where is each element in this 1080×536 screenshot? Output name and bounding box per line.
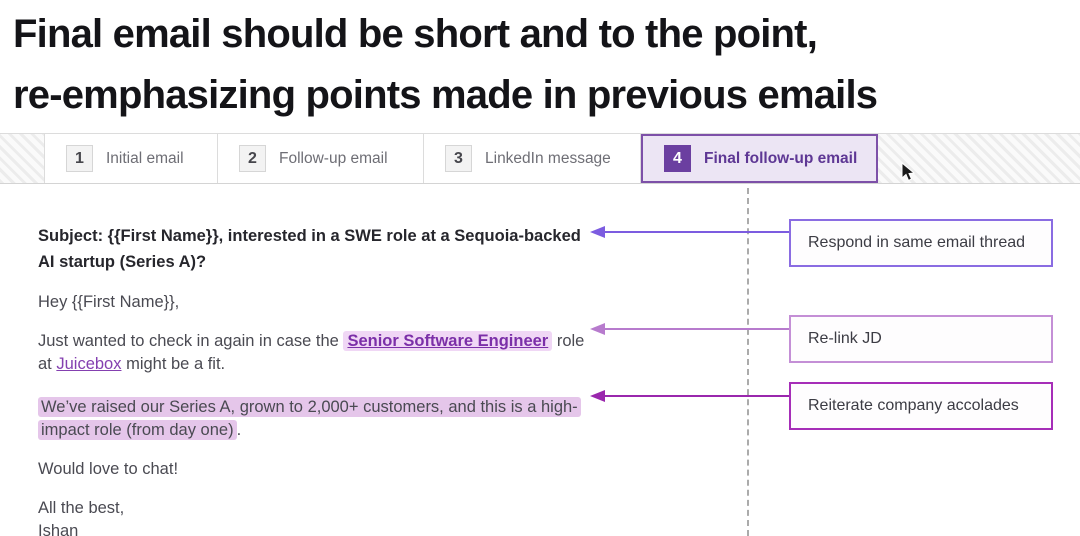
tab-linkedin-message[interactable]: 3 LinkedIn message — [424, 134, 641, 183]
email-paragraph-accolades: We’ve raised our Series A, grown to 2,00… — [38, 396, 598, 442]
tab-final-follow-up-email[interactable]: 4 Final follow-up email — [641, 134, 878, 183]
tabbar-hatch-left — [0, 134, 45, 183]
tab-number-badge: 1 — [66, 145, 93, 172]
annotation-arrow-line — [604, 231, 789, 233]
annotation-label: Re-link JD — [808, 330, 882, 347]
step-tab-bar: 1 Initial email 2 Follow-up email 3 Link… — [0, 133, 1080, 184]
signature-text: Ishan — [38, 522, 79, 536]
annotation-arrow-line — [604, 395, 789, 397]
tab-label: Initial email — [106, 149, 184, 167]
job-description-link[interactable]: Senior Software Engineer — [343, 331, 553, 351]
annotation-box-reiterate-accolades: Reiterate company accolades — [789, 382, 1053, 430]
tab-follow-up-email[interactable]: 2 Follow-up email — [218, 134, 424, 183]
annotation-label: Respond in same email thread — [808, 234, 1026, 251]
check-in-text: role at — [38, 332, 585, 373]
left-arrow-icon — [590, 226, 605, 238]
left-arrow-icon — [590, 390, 605, 402]
email-paragraph-check-in: Just wanted to check in again in case th… — [38, 330, 598, 376]
tab-number-badge: 3 — [445, 145, 472, 172]
left-arrow-icon — [590, 323, 605, 335]
tab-initial-email[interactable]: 1 Initial email — [45, 134, 218, 183]
check-in-text: Just wanted to check in again in case th… — [38, 332, 344, 350]
page-title-line2: re-emphasizing points made in previous e… — [13, 73, 878, 117]
page-title: Final email should be short and to the p… — [13, 4, 1063, 126]
tab-label: Follow-up email — [279, 149, 388, 167]
signoff-text: All the best, — [38, 499, 125, 517]
tab-number-badge: 4 — [664, 145, 691, 172]
email-greeting: Hey {{First Name}}, — [38, 293, 180, 311]
annotation-box-relink-jd: Re-link JD — [789, 315, 1053, 363]
page-title-line1: Final email should be short and to the p… — [13, 12, 818, 56]
tab-label: Final follow-up email — [704, 149, 858, 167]
tab-label: LinkedIn message — [485, 149, 611, 167]
email-preview: Subject: {{First Name}}, interested in a… — [38, 223, 598, 536]
accolades-period: . — [236, 421, 242, 439]
mouse-cursor-icon — [901, 161, 916, 188]
dashed-divider — [747, 188, 749, 536]
email-signoff: All the best, Ishan — [38, 497, 598, 536]
email-closing: Would love to chat! — [38, 460, 179, 478]
company-link[interactable]: Juicebox — [56, 355, 122, 373]
tabbar-hatch-right — [878, 134, 1080, 183]
annotation-arrow-line — [604, 328, 789, 330]
email-subject: Subject: {{First Name}}, interested in a… — [38, 227, 581, 271]
tab-number-badge: 2 — [239, 145, 266, 172]
annotation-box-respond-thread: Respond in same email thread — [789, 219, 1053, 267]
annotation-label: Reiterate company accolades — [808, 397, 1019, 414]
check-in-text: might be a fit. — [121, 355, 226, 373]
accolades-highlighted-text: We’ve raised our Series A, grown to 2,00… — [38, 397, 581, 440]
